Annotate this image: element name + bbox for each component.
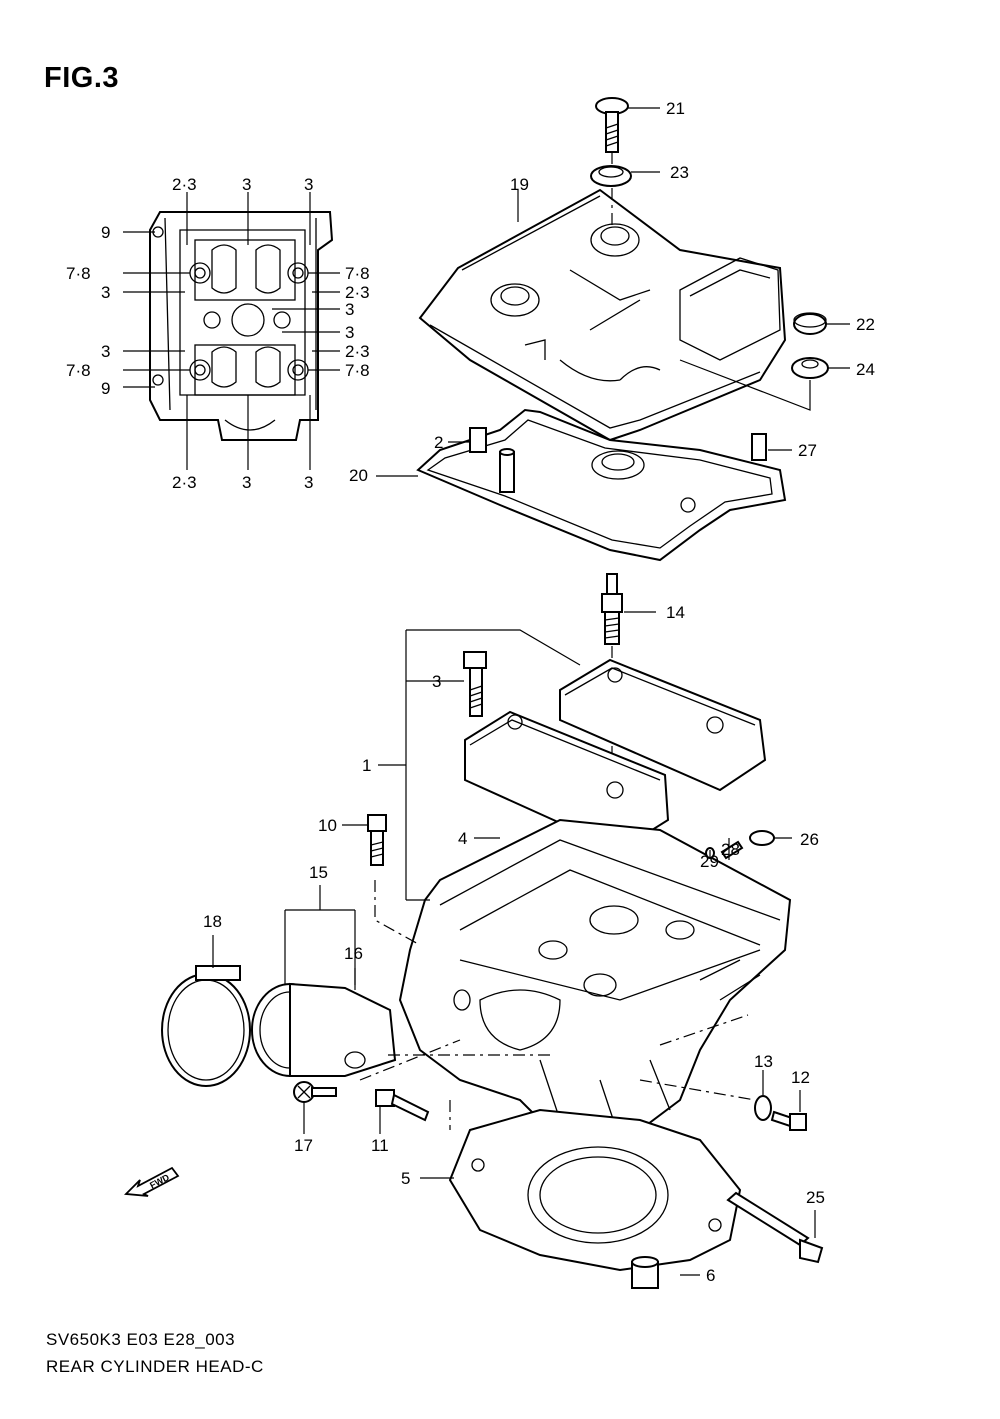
head-cover-gasket bbox=[416, 408, 787, 562]
washer-13 bbox=[754, 1095, 772, 1121]
callout-29: 29 bbox=[700, 852, 719, 871]
callout-5: 5 bbox=[401, 1169, 411, 1188]
inset-label: 7·8 bbox=[345, 361, 370, 380]
cylinder-head-cover bbox=[418, 188, 787, 442]
callout-24: 24 bbox=[856, 360, 875, 379]
callout-6: 6 bbox=[706, 1266, 716, 1285]
callout-23: 23 bbox=[670, 163, 689, 182]
spark-plug bbox=[601, 573, 623, 645]
callout-25: 25 bbox=[806, 1188, 825, 1207]
callout-10: 10 bbox=[318, 816, 337, 835]
callout-21: 21 bbox=[666, 99, 685, 118]
inset-head-top-view bbox=[123, 192, 340, 470]
union-28 bbox=[720, 840, 744, 860]
bolt-10 bbox=[367, 814, 387, 866]
callout-2: 2 bbox=[434, 433, 444, 452]
grommet-23 bbox=[590, 165, 632, 187]
inset-label: 3 bbox=[304, 175, 314, 194]
inset-label: 3 bbox=[345, 323, 355, 342]
inset-label: 2·3 bbox=[172, 473, 197, 492]
callout-20: 20 bbox=[349, 466, 368, 485]
callout-15: 15 bbox=[309, 863, 328, 882]
screw-17 bbox=[293, 1081, 337, 1103]
callout-26: 26 bbox=[800, 830, 819, 849]
callout-17: 17 bbox=[294, 1136, 313, 1155]
dowel-2 bbox=[469, 427, 487, 453]
callout-12: 12 bbox=[791, 1068, 810, 1087]
inset-label: 7·8 bbox=[345, 264, 370, 283]
dowel-pin-6 bbox=[631, 1256, 659, 1289]
grommet-24 bbox=[791, 357, 829, 379]
inset-label: 9 bbox=[101, 379, 111, 398]
bolt-11 bbox=[375, 1089, 430, 1122]
fwd-arrow-icon: FWD bbox=[124, 1166, 180, 1197]
callout-4: 4 bbox=[458, 829, 468, 848]
camshaft-holder-lower bbox=[464, 710, 670, 852]
dowel-27 bbox=[751, 433, 767, 461]
inset-label: 3 bbox=[242, 473, 252, 492]
callout-27: 27 bbox=[798, 441, 817, 460]
cover-bolt-22 bbox=[793, 312, 827, 335]
inset-label: 3 bbox=[242, 175, 252, 194]
long-bolt-25 bbox=[726, 1191, 824, 1264]
washer-26 bbox=[749, 830, 775, 846]
callout-11: 11 bbox=[371, 1136, 389, 1155]
callout-28: 28 bbox=[721, 840, 740, 859]
inset-label: 7·8 bbox=[66, 264, 91, 283]
inset-label: 3 bbox=[101, 283, 111, 302]
camshaft-holder-upper bbox=[559, 658, 767, 792]
callout-3: 3 bbox=[432, 672, 442, 691]
figure-title: FIG.3 bbox=[44, 62, 120, 94]
cylinder-head bbox=[398, 818, 792, 1152]
callout-13: 13 bbox=[754, 1052, 773, 1071]
callout-14: 14 bbox=[666, 603, 685, 622]
intake-pipe bbox=[251, 982, 397, 1077]
bolt-12 bbox=[770, 1110, 807, 1131]
diagram-name: REAR CYLINDER HEAD-C bbox=[46, 1357, 264, 1376]
diagram-code: SV650K3 E03 E28_003 bbox=[46, 1330, 236, 1349]
inset-label: 7·8 bbox=[66, 361, 91, 380]
cover-bolt-21 bbox=[595, 97, 629, 153]
hose-clamp bbox=[161, 965, 251, 1087]
inset-label: 3 bbox=[304, 473, 314, 492]
inset-label: 2·3 bbox=[345, 342, 370, 361]
adjuster-4 bbox=[499, 448, 515, 493]
holder-bolt-3 bbox=[463, 651, 487, 717]
cylinder-head-gasket bbox=[448, 1108, 742, 1272]
inset-label: 3 bbox=[345, 300, 355, 319]
inset-label: 3 bbox=[101, 342, 111, 361]
callout-16: 16 bbox=[344, 944, 363, 963]
inset-label: 2·3 bbox=[172, 175, 197, 194]
inset-label: 2·3 bbox=[345, 283, 370, 302]
inset-label: 9 bbox=[101, 223, 111, 242]
callout-18: 18 bbox=[203, 912, 222, 931]
callout-1: 1 bbox=[362, 756, 372, 775]
callout-22: 22 bbox=[856, 315, 875, 334]
callout-19: 19 bbox=[510, 175, 529, 194]
